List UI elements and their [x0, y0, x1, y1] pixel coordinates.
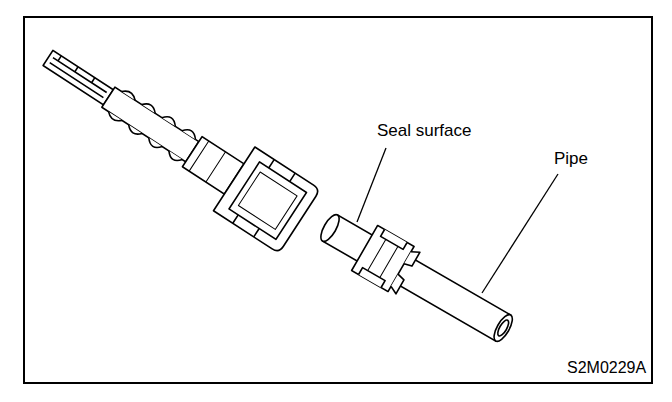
pipe	[312, 202, 522, 353]
quick-connector	[27, 26, 320, 253]
part-label: Seal surface	[376, 121, 473, 141]
frame	[24, 17, 652, 383]
leader-line	[482, 174, 558, 293]
part-label: Pipe	[553, 149, 589, 169]
leader-line	[357, 148, 386, 222]
figure-code: S2M0229A	[566, 358, 647, 378]
